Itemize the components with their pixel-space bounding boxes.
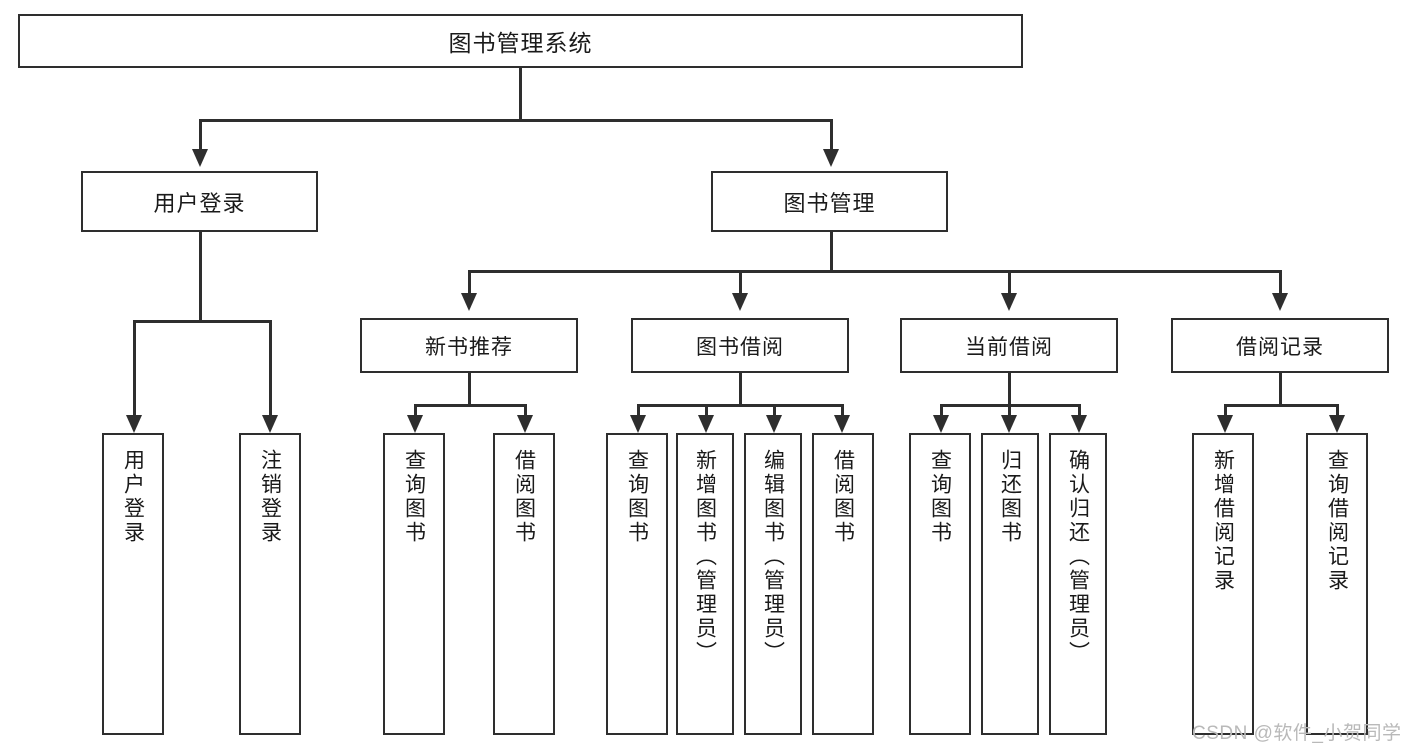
connector-borrow-to-leaf-4 <box>841 404 844 418</box>
node-label: 图书借阅 <box>696 335 784 359</box>
connector-book-manage-stem <box>830 232 833 272</box>
node-label: 当前借阅 <box>965 335 1053 359</box>
connector-current-to-leaf-1 <box>940 404 943 418</box>
connector-user-login-stem <box>199 232 202 322</box>
node-label: 查询图书 <box>928 449 952 545</box>
connector-book-manage-to-new-books <box>468 270 471 295</box>
node-root-system[interactable]: 图书管理系统 <box>18 14 1023 68</box>
arrow-book-manage-to-new-books <box>461 293 477 311</box>
connector-new-books-to-leaf-1 <box>414 404 417 418</box>
leaf-query-book-borrow[interactable]: 查询图书 <box>606 433 668 735</box>
node-label: 新增图书（管理员） <box>693 449 717 665</box>
node-label: 查询借阅记录 <box>1325 449 1349 593</box>
connector-records-stem <box>1279 373 1282 406</box>
connector-user-login-to-leaf-1 <box>133 320 136 418</box>
connector-book-manage-to-records <box>1279 270 1282 295</box>
arrow-book-manage-to-borrow <box>732 293 748 311</box>
leaf-edit-book-admin[interactable]: 编辑图书（管理员） <box>744 433 802 735</box>
arrow-current-to-leaf-1 <box>933 415 949 433</box>
connector-current-stem <box>1008 373 1011 406</box>
connector-records-to-leaf-2 <box>1336 404 1339 418</box>
node-label: 新书推荐 <box>425 335 513 359</box>
arrow-borrow-to-leaf-1 <box>630 415 646 433</box>
node-label: 用户登录 <box>121 449 145 545</box>
node-label: 归还图书 <box>998 449 1022 545</box>
arrow-records-to-leaf-2 <box>1329 415 1345 433</box>
node-current-borrow[interactable]: 当前借阅 <box>900 318 1118 373</box>
node-label: 图书管理系统 <box>448 30 593 56</box>
connector-root-bus <box>199 119 832 122</box>
connector-current-to-leaf-3 <box>1078 404 1081 418</box>
node-label: 编辑图书（管理员） <box>761 449 785 665</box>
node-label: 借阅图书 <box>831 449 855 545</box>
node-new-book-recommend[interactable]: 新书推荐 <box>360 318 578 373</box>
connector-book-manage-to-borrow <box>739 270 742 295</box>
arrow-root-to-book-manage <box>823 149 839 167</box>
connector-records-bus <box>1224 404 1336 407</box>
arrow-new-books-to-leaf-1 <box>407 415 423 433</box>
arrow-user-login-to-leaf-1 <box>126 415 142 433</box>
node-label: 注销登录 <box>258 449 282 545</box>
arrow-borrow-to-leaf-2 <box>698 415 714 433</box>
connector-root-stem <box>519 68 522 120</box>
connector-root-to-user-login <box>199 119 202 151</box>
node-label: 借阅记录 <box>1236 335 1324 359</box>
node-label: 用户登录 <box>153 190 246 216</box>
watermark-text: CSDN @软件_小贺同学 <box>1192 723 1402 744</box>
arrow-records-to-leaf-1 <box>1217 415 1233 433</box>
leaf-user-login[interactable]: 用户登录 <box>102 433 164 735</box>
arrow-current-to-leaf-2 <box>1001 415 1017 433</box>
arrow-user-login-to-leaf-2 <box>262 415 278 433</box>
connector-user-login-to-leaf-2 <box>269 320 272 418</box>
node-label: 图书管理 <box>783 190 876 216</box>
connector-borrow-to-leaf-3 <box>773 404 776 418</box>
leaf-logout[interactable]: 注销登录 <box>239 433 301 735</box>
connector-user-login-bus <box>133 320 269 323</box>
connector-root-to-book-manage <box>830 119 833 151</box>
arrow-borrow-to-leaf-3 <box>766 415 782 433</box>
connector-book-manage-to-current <box>1008 270 1011 295</box>
leaf-query-book-newbooks[interactable]: 查询图书 <box>383 433 445 735</box>
leaf-borrow-book-newbooks[interactable]: 借阅图书 <box>493 433 555 735</box>
node-label: 确认归还（管理员） <box>1066 449 1090 665</box>
connector-records-to-leaf-1 <box>1224 404 1227 418</box>
connector-new-books-stem <box>468 373 471 406</box>
node-label: 新增借阅记录 <box>1211 449 1235 593</box>
node-book-borrow[interactable]: 图书借阅 <box>631 318 849 373</box>
node-label: 查询图书 <box>625 449 649 545</box>
arrow-new-books-to-leaf-2 <box>517 415 533 433</box>
connector-borrow-to-leaf-2 <box>705 404 708 418</box>
leaf-query-borrow-record[interactable]: 查询借阅记录 <box>1306 433 1368 735</box>
arrow-current-to-leaf-3 <box>1071 415 1087 433</box>
leaf-return-book[interactable]: 归还图书 <box>981 433 1039 735</box>
node-user-login[interactable]: 用户登录 <box>81 171 318 232</box>
leaf-add-borrow-record[interactable]: 新增借阅记录 <box>1192 433 1254 735</box>
connector-current-to-leaf-2 <box>1008 404 1011 418</box>
connector-new-books-bus <box>414 404 524 407</box>
node-book-management[interactable]: 图书管理 <box>711 171 948 232</box>
connector-borrow-to-leaf-1 <box>637 404 640 418</box>
arrow-book-manage-to-records <box>1272 293 1288 311</box>
arrow-root-to-user-login <box>192 149 208 167</box>
connector-borrow-bus <box>637 404 843 407</box>
arrow-borrow-to-leaf-4 <box>834 415 850 433</box>
connector-new-books-to-leaf-2 <box>524 404 527 418</box>
node-label: 查询图书 <box>402 449 426 545</box>
leaf-query-book-current[interactable]: 查询图书 <box>909 433 971 735</box>
leaf-confirm-return-admin[interactable]: 确认归还（管理员） <box>1049 433 1107 735</box>
connector-book-manage-bus <box>468 270 1280 273</box>
leaf-add-book-admin[interactable]: 新增图书（管理员） <box>676 433 734 735</box>
node-borrow-records[interactable]: 借阅记录 <box>1171 318 1389 373</box>
leaf-borrow-book[interactable]: 借阅图书 <box>812 433 874 735</box>
connector-borrow-stem <box>739 373 742 406</box>
node-label: 借阅图书 <box>512 449 536 545</box>
arrow-book-manage-to-current <box>1001 293 1017 311</box>
